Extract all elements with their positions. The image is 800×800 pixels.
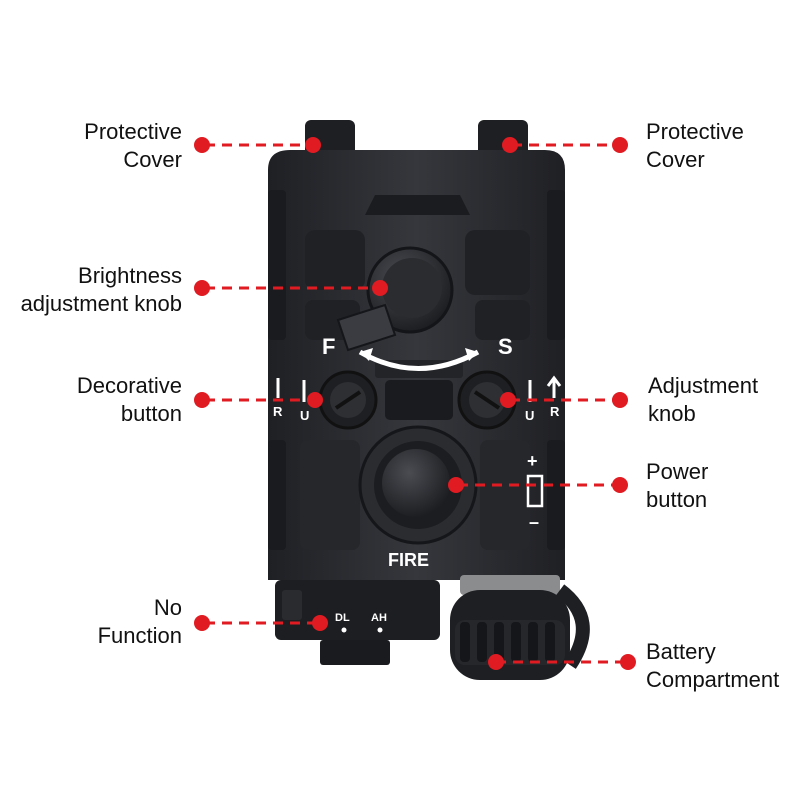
mode-arc-arrow: [358, 348, 480, 371]
mode-f-label: F: [322, 334, 335, 359]
left-u-label: U: [300, 408, 309, 423]
power-button[interactable]: [358, 425, 478, 545]
callout-protective-cover-right: Protective Cover: [646, 118, 744, 174]
battery-indicator-icon: [526, 474, 544, 508]
plus-label: +: [527, 451, 538, 471]
callout-line: button: [120, 401, 182, 426]
callout-line: Function: [97, 623, 182, 648]
callout-line: adjustment knob: [20, 291, 182, 316]
callout-decorative-button: Decorative button: [77, 372, 182, 428]
callout-adjustment-knob: Adjustment knob: [648, 372, 758, 428]
callout-dots: [194, 137, 636, 670]
battery-compartment-cap[interactable]: [450, 575, 590, 680]
callout-power-button: Power button: [646, 458, 708, 514]
callout-line: Cover: [123, 147, 182, 172]
minus-label: –: [529, 512, 539, 532]
mode-s-label: S: [498, 334, 513, 359]
callout-line: Protective: [84, 119, 182, 144]
callout-protective-cover-left: Protective Cover: [84, 118, 182, 174]
fire-label: FIRE: [388, 550, 429, 570]
decorative-button[interactable]: [318, 370, 378, 430]
adjustment-knob[interactable]: [457, 370, 517, 430]
callout-line: Brightness: [78, 263, 182, 288]
callout-line: Power: [646, 459, 709, 484]
callout-line: Protective: [646, 119, 744, 144]
callout-line: Compartment: [646, 667, 780, 692]
callout-battery-compartment: Battery Compartment: [646, 638, 779, 694]
ah-label: AH: [371, 612, 387, 624]
callout-no-function: No Function: [98, 594, 182, 650]
left-r-label: R: [273, 404, 283, 419]
device-body: [268, 150, 565, 580]
callout-brightness-knob: Brightness adjustment knob: [21, 262, 182, 318]
brightness-knob[interactable]: [336, 246, 454, 352]
callout-line: button: [646, 487, 708, 512]
callout-line: Cover: [646, 147, 705, 172]
callout-line: Adjustment: [648, 373, 759, 398]
callout-line: Decorative: [76, 373, 182, 398]
callout-line: No: [153, 595, 182, 620]
callout-leaders: [205, 143, 626, 664]
right-r-label: R: [550, 404, 560, 419]
right-u-label: U: [525, 408, 534, 423]
callout-line: knob: [648, 401, 696, 426]
dl-label: DL: [335, 612, 350, 624]
callout-line: Battery: [646, 639, 716, 664]
